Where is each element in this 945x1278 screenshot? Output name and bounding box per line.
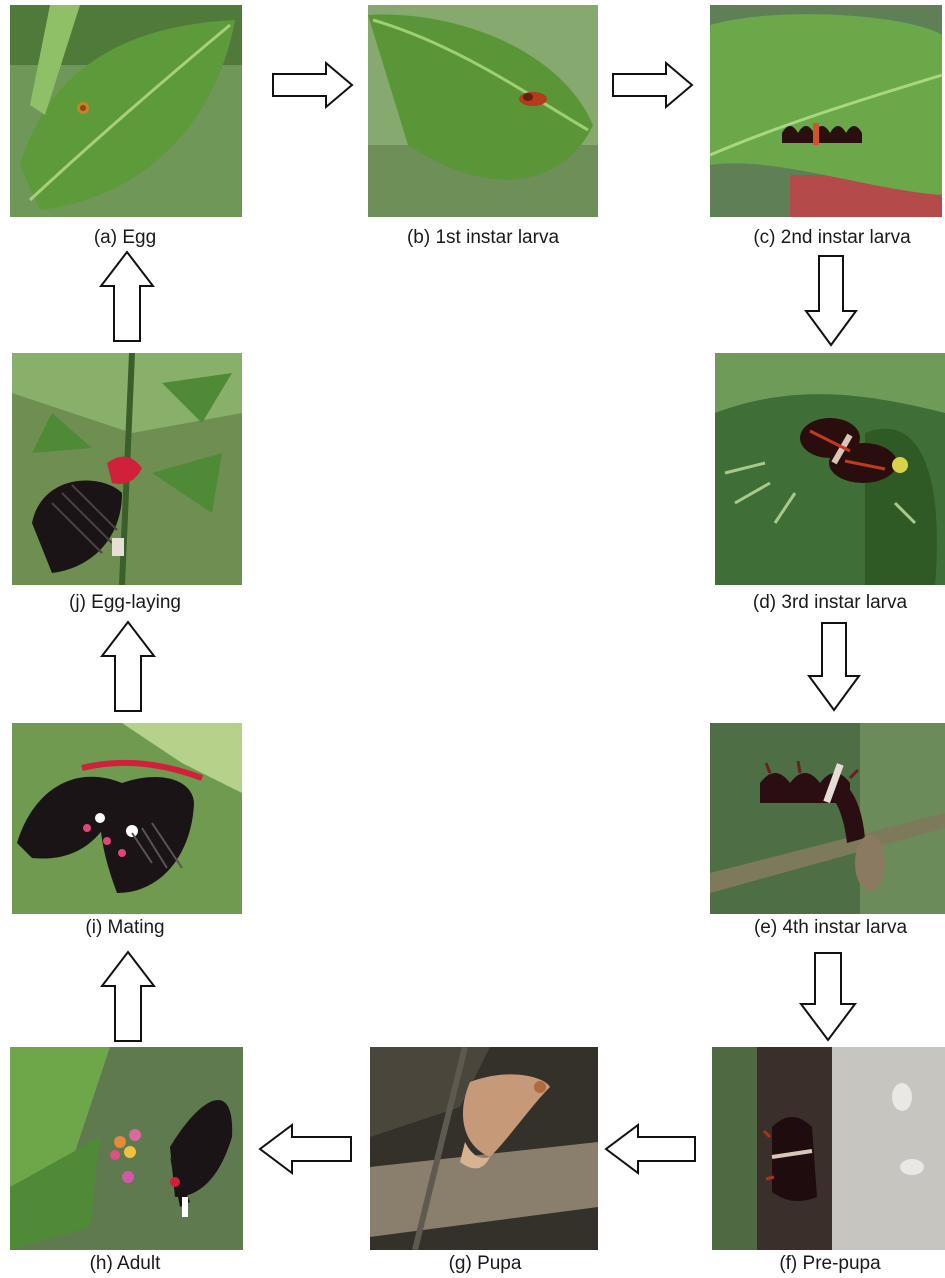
- photo-adult: [10, 1047, 243, 1250]
- caption-egg: (a) Egg: [70, 227, 180, 249]
- photo-3rd-instar-larva: [715, 353, 945, 585]
- photo-egg-laying: [12, 353, 242, 585]
- caption-1st-instar-larva: (b) 1st instar larva: [373, 227, 593, 249]
- arrow-right-icon: [612, 62, 694, 108]
- photo-4th-instar-larva: [710, 723, 945, 914]
- caption-3rd-instar-larva: (d) 3rd instar larva: [720, 592, 940, 614]
- arrow-up-icon: [101, 950, 155, 1042]
- caption-2nd-instar-larva: (c) 2nd instar larva: [722, 227, 942, 249]
- arrow-down-icon: [808, 622, 860, 712]
- photo-pre-pupa: [712, 1047, 945, 1250]
- arrow-right-icon: [272, 62, 354, 108]
- arrow-down-icon: [805, 255, 857, 347]
- arrow-left-icon: [258, 1124, 352, 1174]
- photo-egg: [10, 5, 242, 217]
- caption-pupa: (g) Pupa: [380, 1253, 590, 1275]
- arrow-up-icon: [100, 250, 154, 342]
- arrow-left-icon: [604, 1124, 696, 1174]
- caption-pre-pupa: (f) Pre-pupa: [720, 1253, 940, 1275]
- arrow-down-icon: [800, 952, 856, 1042]
- photo-pupa: [370, 1047, 598, 1250]
- caption-egg-laying: (j) Egg-laying: [45, 592, 205, 614]
- photo-1st-instar-larva: [368, 5, 598, 217]
- arrow-up-icon: [101, 620, 155, 712]
- caption-adult: (h) Adult: [40, 1253, 210, 1275]
- caption-4th-instar-larva: (e) 4th instar larva: [718, 917, 943, 939]
- photo-mating: [12, 723, 242, 914]
- caption-mating: (i) Mating: [50, 917, 200, 939]
- photo-2nd-instar-larva: [710, 5, 942, 217]
